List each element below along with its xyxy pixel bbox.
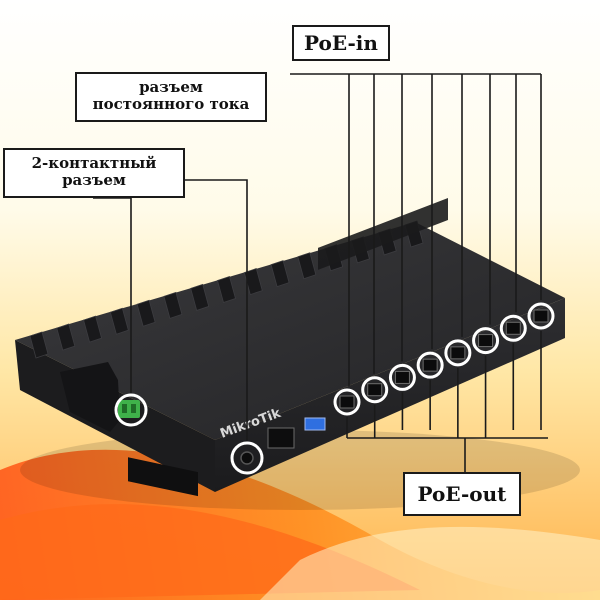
two-pin-terminal-slot-2 [131, 404, 136, 413]
ethernet-port [422, 358, 438, 372]
dc-jack [240, 451, 254, 465]
left-vent [128, 457, 198, 497]
label-dc-connector: разъем постоянного тока [75, 72, 267, 122]
ethernet-ports [339, 309, 549, 409]
usb-port [304, 417, 326, 431]
heatsink-fin [29, 331, 49, 359]
ethernet-port [505, 321, 521, 335]
label-poe-out: PoE-out [403, 472, 521, 516]
heatsink-fin [109, 307, 129, 335]
left-bracket [60, 362, 120, 432]
device-front [215, 298, 565, 492]
ethernet-port [394, 370, 410, 384]
heatsink-fin [56, 323, 76, 351]
device-top [15, 222, 565, 440]
ethernet-port [339, 395, 355, 409]
dc-leader [185, 179, 248, 443]
port-marker-ring [361, 376, 389, 404]
heatsink-fin [190, 283, 210, 311]
label-2pin-line-1: 2-контактный [31, 154, 157, 172]
dc-jack-marker-ring [230, 441, 264, 475]
port-marker-ring [444, 339, 472, 367]
label-poe-in-text: PoE-in [304, 31, 378, 55]
ethernet-port [533, 309, 549, 323]
heatsink-fin [243, 268, 263, 296]
heatsink-fin [297, 252, 317, 280]
heatsink-fin [83, 315, 103, 343]
heatsink-fin [163, 291, 183, 319]
two-pin-terminal-slot-1 [122, 404, 127, 413]
two-pin-terminal [118, 400, 140, 418]
sfp-port [267, 427, 295, 449]
ethernet-port [450, 346, 466, 360]
label-dc-line-2: постоянного тока [92, 95, 250, 114]
port-marker-ring [388, 363, 416, 391]
label-poe-out-text: PoE-out [417, 482, 507, 506]
port-marker-ring [499, 314, 527, 342]
ethernet-port [478, 334, 494, 348]
background-glow [260, 526, 600, 600]
heatsink-fin [217, 275, 236, 304]
heatsink-fin [136, 299, 156, 327]
leader-lines [93, 73, 555, 472]
two-pin-leader [93, 197, 132, 395]
port-marker-ring [333, 388, 361, 416]
label-2pin-line-2: разъем [62, 171, 126, 190]
port-marker-ring [527, 302, 555, 330]
ethernet-port [367, 383, 383, 397]
label-two-pin-connector: 2-контактный разъем [3, 148, 185, 198]
led-strip [318, 198, 448, 270]
port-marker-ring [472, 327, 500, 355]
label-poe-in: PoE-in [292, 25, 390, 61]
label-dc-line-1: разъем [139, 78, 203, 96]
port-marker-ring [416, 351, 444, 379]
two-pin-marker-ring [114, 393, 148, 427]
heatsink-fin [270, 260, 290, 288]
